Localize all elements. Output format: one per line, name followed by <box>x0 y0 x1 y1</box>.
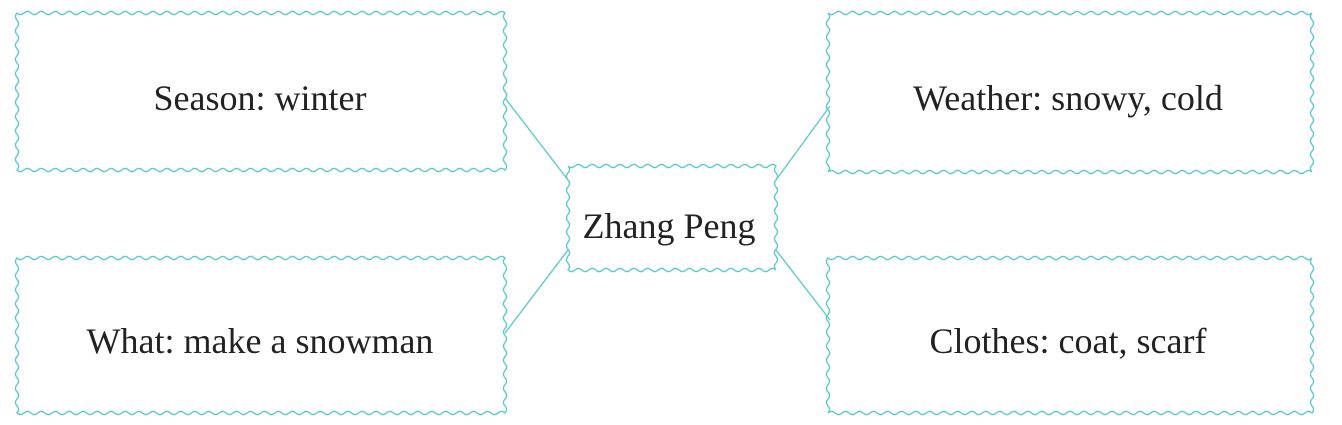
node-weather: Weather: snowy, cold <box>825 10 1315 175</box>
node-activity-label: What: make a snowman <box>87 321 434 361</box>
connector-activity <box>504 249 569 334</box>
node-center-border <box>565 163 779 273</box>
node-season-border <box>14 10 508 173</box>
node-weather-label: Weather: snowy, cold <box>913 78 1223 118</box>
node-season: Season: winter <box>14 10 508 173</box>
connector-clothes <box>775 249 831 321</box>
node-clothes-label: Clothes: coat, scarf <box>930 321 1207 361</box>
node-clothes-border <box>825 255 1315 416</box>
node-weather-border <box>825 10 1315 175</box>
connector-weather <box>775 105 831 181</box>
node-center: Zhang Peng <box>565 163 779 273</box>
node-activity: What: make a snowman <box>14 255 508 416</box>
connector-season <box>504 97 569 181</box>
node-season-label: Season: winter <box>154 78 367 118</box>
node-activity-border <box>14 255 508 416</box>
node-clothes: Clothes: coat, scarf <box>825 255 1315 416</box>
node-center-label: Zhang Peng <box>583 206 756 246</box>
